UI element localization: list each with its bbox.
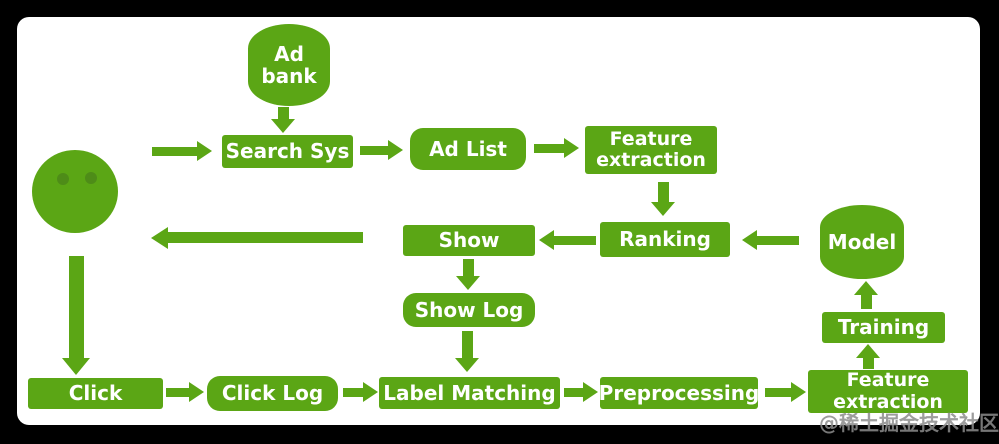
node-search-sys-label: Search Sys (225, 139, 350, 164)
arrow-adbank-to-searchsys (271, 107, 295, 133)
node-show-log: Show Log (403, 293, 535, 327)
node-training-label: Training (837, 315, 930, 340)
node-search-sys: Search Sys (222, 135, 353, 168)
node-model: Model (820, 205, 904, 279)
node-show-log-label: Show Log (414, 297, 524, 322)
arrow-show-to-user (151, 226, 363, 249)
arrow-preprocessing-to-featureextraction (765, 382, 806, 402)
arrow-featureextraction-to-ranking (651, 182, 675, 216)
node-preprocessing-label: Preprocessing (598, 380, 760, 405)
arrow-user-to-searchsys (152, 141, 212, 161)
arrow-labelmatching-to-preprocessing (564, 382, 598, 402)
right-eye-dot (85, 172, 97, 184)
node-preprocessing: Preprocessing (598, 377, 760, 409)
node-model-label: Model (827, 229, 897, 254)
node-ad-bank: Ad bank (248, 24, 330, 106)
node-feature-extraction-bottom-label: Feature extraction (833, 369, 943, 413)
arrow-model-to-ranking (742, 230, 799, 250)
node-ranking-label: Ranking (619, 227, 711, 252)
node-feature-extraction-top-label: Feature extraction (596, 127, 706, 171)
node-ad-list-label: Ad List (429, 136, 507, 161)
arrow-user-to-click (62, 256, 90, 375)
node-label-matching: Label Matching (379, 377, 560, 409)
node-click: Click (28, 378, 163, 409)
arrow-show-to-showlog (456, 259, 480, 290)
arrow-showlog-to-labelmatching (455, 331, 479, 372)
arrow-featureextraction-to-training (856, 344, 880, 369)
node-label-matching-label: Label Matching (383, 380, 556, 405)
node-click-label: Click (68, 381, 123, 406)
arrow-click-to-clicklog (166, 382, 204, 402)
arrow-adlist-to-featureextraction (534, 138, 579, 158)
node-ad-list: Ad List (410, 128, 526, 170)
node-feature-extraction-bottom: Feature extraction (808, 370, 968, 413)
arrow-ranking-to-show (539, 230, 596, 250)
left-eye-dot (57, 173, 69, 185)
arrow-training-to-model (854, 281, 878, 309)
node-show-label: Show (438, 228, 500, 253)
watermark-text: @稀土掘金技术社区 (819, 411, 999, 435)
node-ad-bank-label: Ad bank (261, 41, 317, 88)
node-click-log-label: Click Log (221, 381, 324, 406)
arrow-clicklog-to-labelmatching (343, 382, 378, 402)
node-click-log: Click Log (207, 376, 338, 411)
node-ranking: Ranking (600, 222, 730, 257)
node-training: Training (822, 312, 945, 343)
diagram-panel (17, 17, 980, 425)
node-feature-extraction-top: Feature extraction (585, 126, 717, 174)
user-face-icon (32, 150, 118, 233)
arrow-searchsys-to-adlist (360, 140, 403, 160)
node-show: Show (403, 225, 535, 256)
